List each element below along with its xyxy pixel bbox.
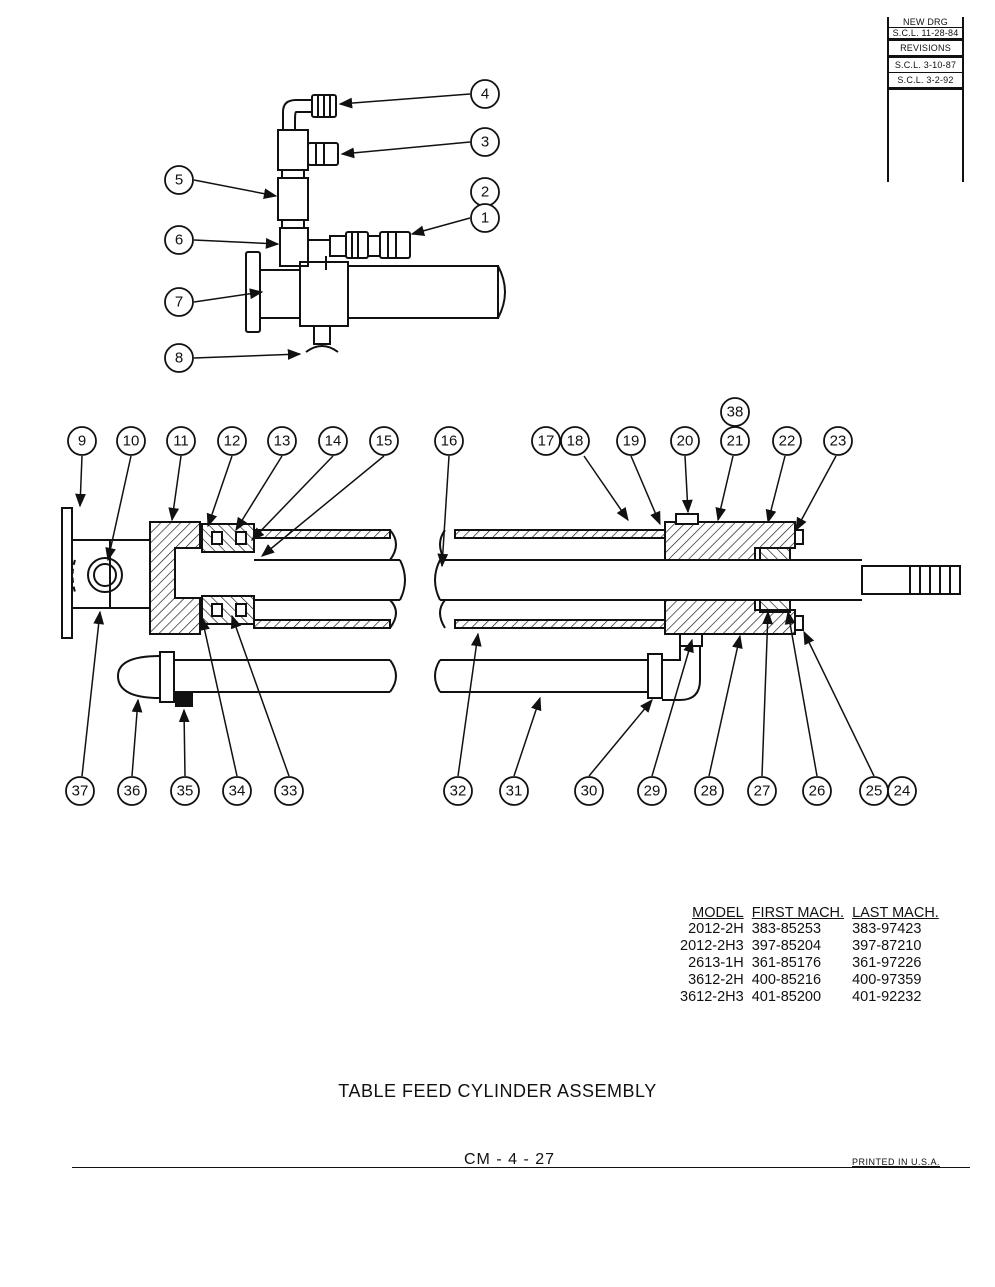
callout-19: 19 — [623, 433, 640, 450]
callout-18: 18 — [567, 433, 584, 450]
leader-lines — [75, 93, 875, 777]
first-mach-cell: 397-85204 — [751, 938, 822, 954]
callout-10: 10 — [123, 433, 140, 450]
callout-12: 12 — [224, 433, 241, 450]
model-cell: 3612-2H — [688, 972, 744, 988]
callout-21: 21 — [727, 433, 744, 450]
last-mach-cell: 361-97226 — [852, 955, 922, 971]
first-mach-cell: 383-85253 — [751, 921, 822, 937]
callout-3: 3 — [481, 134, 489, 151]
callout-6: 6 — [175, 232, 183, 249]
header-model: MODEL — [692, 905, 744, 921]
callout-numbers: 4 3 2 1 5 6 7 8 9 10 11 12 13 14 15 16 1… — [72, 86, 911, 800]
callout-15: 15 — [376, 433, 393, 450]
table-row: 3612-2H3 401-85200 401-92232 — [676, 989, 943, 1006]
callout-8: 8 — [175, 350, 183, 367]
callout-35: 35 — [177, 783, 194, 800]
callout-22: 22 — [779, 433, 796, 450]
cross-section-right — [434, 513, 961, 701]
revision-block: NEW DRG S.C.L. 11-28-84 REVISIONS S.C.L.… — [887, 17, 964, 182]
callout-26: 26 — [809, 783, 826, 800]
printed-note: PRINTED IN U.S.A. — [852, 1157, 941, 1167]
callout-23: 23 — [830, 433, 847, 450]
callout-2: 2 — [481, 184, 489, 201]
callout-37: 37 — [72, 783, 89, 800]
callout-bubbles — [65, 79, 917, 806]
revision-entry: S.C.L. 3-2-92 — [889, 73, 962, 90]
callout-9: 9 — [78, 433, 86, 450]
callout-28: 28 — [701, 783, 718, 800]
callout-20: 20 — [677, 433, 694, 450]
last-mach-cell: 383-97423 — [852, 921, 922, 937]
callout-29: 29 — [644, 783, 661, 800]
callout-34: 34 — [229, 783, 246, 800]
callout-13: 13 — [274, 433, 291, 450]
first-mach-cell: 361-85176 — [751, 955, 822, 971]
callout-24: 24 — [894, 783, 911, 800]
model-cell: 2012-2H3 — [680, 938, 744, 954]
callout-4: 4 — [481, 86, 489, 103]
callout-7: 7 — [175, 294, 183, 311]
header-first-mach: FIRST MACH. — [751, 905, 845, 921]
table-row: 3612-2H 400-85216 400-97359 — [676, 972, 943, 989]
callout-31: 31 — [506, 783, 523, 800]
table-row: 2012-2H3 397-85204 397-87210 — [676, 938, 943, 955]
drawing-title: TABLE FEED CYLINDER ASSEMBLY — [338, 1081, 657, 1101]
callout-14: 14 — [325, 433, 342, 450]
last-mach-cell: 397-87210 — [852, 938, 922, 954]
callout-5: 5 — [175, 172, 183, 189]
callout-33: 33 — [281, 783, 298, 800]
last-mach-cell: 401-92232 — [852, 989, 922, 1005]
new-drg-label: NEW DRG — [889, 17, 962, 28]
model-table: MODEL FIRST MACH. LAST MACH. 2012-2H 383… — [676, 905, 943, 1006]
footer-divider — [72, 1167, 970, 1168]
callout-27: 27 — [754, 783, 771, 800]
callout-25: 25 — [866, 783, 883, 800]
callout-11: 11 — [173, 433, 189, 450]
callout-38: 38 — [727, 404, 744, 421]
model-cell: 3612-2H3 — [680, 989, 744, 1005]
drawing-number: CM - 4 - 27 — [464, 1151, 556, 1168]
callout-16: 16 — [441, 433, 458, 450]
model-cell: 2613-1H — [688, 955, 744, 971]
fitting-assembly — [245, 94, 506, 353]
table-row: 2012-2H 383-85253 383-97423 — [676, 921, 943, 938]
first-mach-cell: 400-85216 — [751, 972, 822, 988]
cross-section-left — [61, 507, 406, 707]
model-cell: 2012-2H — [688, 921, 744, 937]
callout-30: 30 — [581, 783, 598, 800]
last-mach-cell: 400-97359 — [852, 972, 922, 988]
revision-entry: S.C.L. 3-10-87 — [889, 58, 962, 73]
callout-17: 17 — [538, 433, 555, 450]
callout-1: 1 — [481, 210, 489, 227]
new-drg-date: S.C.L. 11-28-84 — [889, 28, 962, 41]
revisions-label: REVISIONS — [889, 41, 962, 58]
header-last-mach: LAST MACH. — [852, 905, 939, 921]
callout-32: 32 — [450, 783, 467, 800]
first-mach-cell: 401-85200 — [751, 989, 822, 1005]
callout-36: 36 — [124, 783, 141, 800]
table-row: 2613-1H 361-85176 361-97226 — [676, 955, 943, 972]
